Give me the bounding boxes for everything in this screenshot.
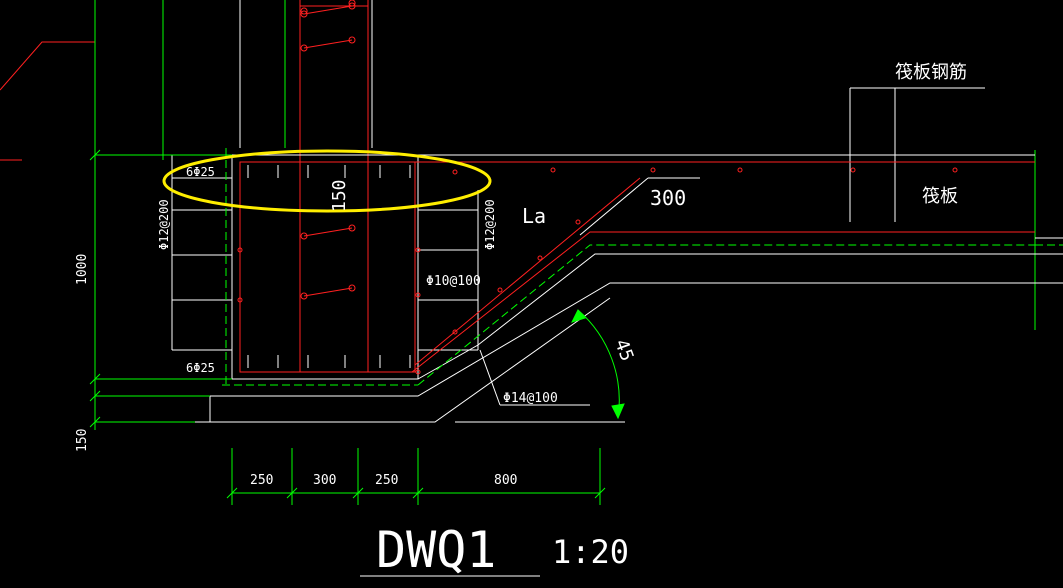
label-dim-250-b: 250 (375, 473, 398, 488)
concrete-outline (171, 87, 1063, 423)
label-middle-bars: Φ10@100 (426, 274, 481, 289)
label-dim-150-inner: 150 (329, 179, 350, 212)
top-left-fragment (0, 41, 95, 161)
label-bottom-bars: 6Φ25 (186, 361, 215, 375)
wall-tie-bars (300, 0, 356, 300)
label-dim-300-mid: 300 (313, 473, 336, 488)
green-guide-lines (94, 0, 1036, 430)
drawing-title: DWQ1 (376, 521, 496, 579)
label-raft: 筏板 (922, 186, 958, 207)
label-dim-300-slope: 300 (650, 186, 686, 210)
label-anchorage: La (522, 204, 546, 228)
label-right-stirrup: Φ12@200 (483, 199, 497, 250)
label-top-bars: 6Φ25 (186, 165, 215, 179)
label-dim-1000: 1000 (75, 254, 90, 285)
highlight-ellipse (162, 149, 492, 213)
label-dim-150-left: 150 (75, 429, 90, 452)
label-raft-rebar: 筏板钢筋 (895, 62, 967, 83)
label-left-stirrup: Φ12@200 (157, 199, 171, 250)
drawing-scale: 1:20 (552, 533, 629, 571)
rebar-dots (237, 167, 958, 375)
label-dim-250-a: 250 (250, 473, 273, 488)
dimension-lines (89, 148, 1063, 505)
label-angle: 45 (610, 337, 637, 365)
label-dim-800: 800 (494, 473, 517, 488)
label-slope-bars: Φ14@100 (503, 391, 558, 406)
rebar (237, 161, 1035, 375)
bar-ticks (247, 165, 411, 368)
wall-column (239, 0, 373, 372)
